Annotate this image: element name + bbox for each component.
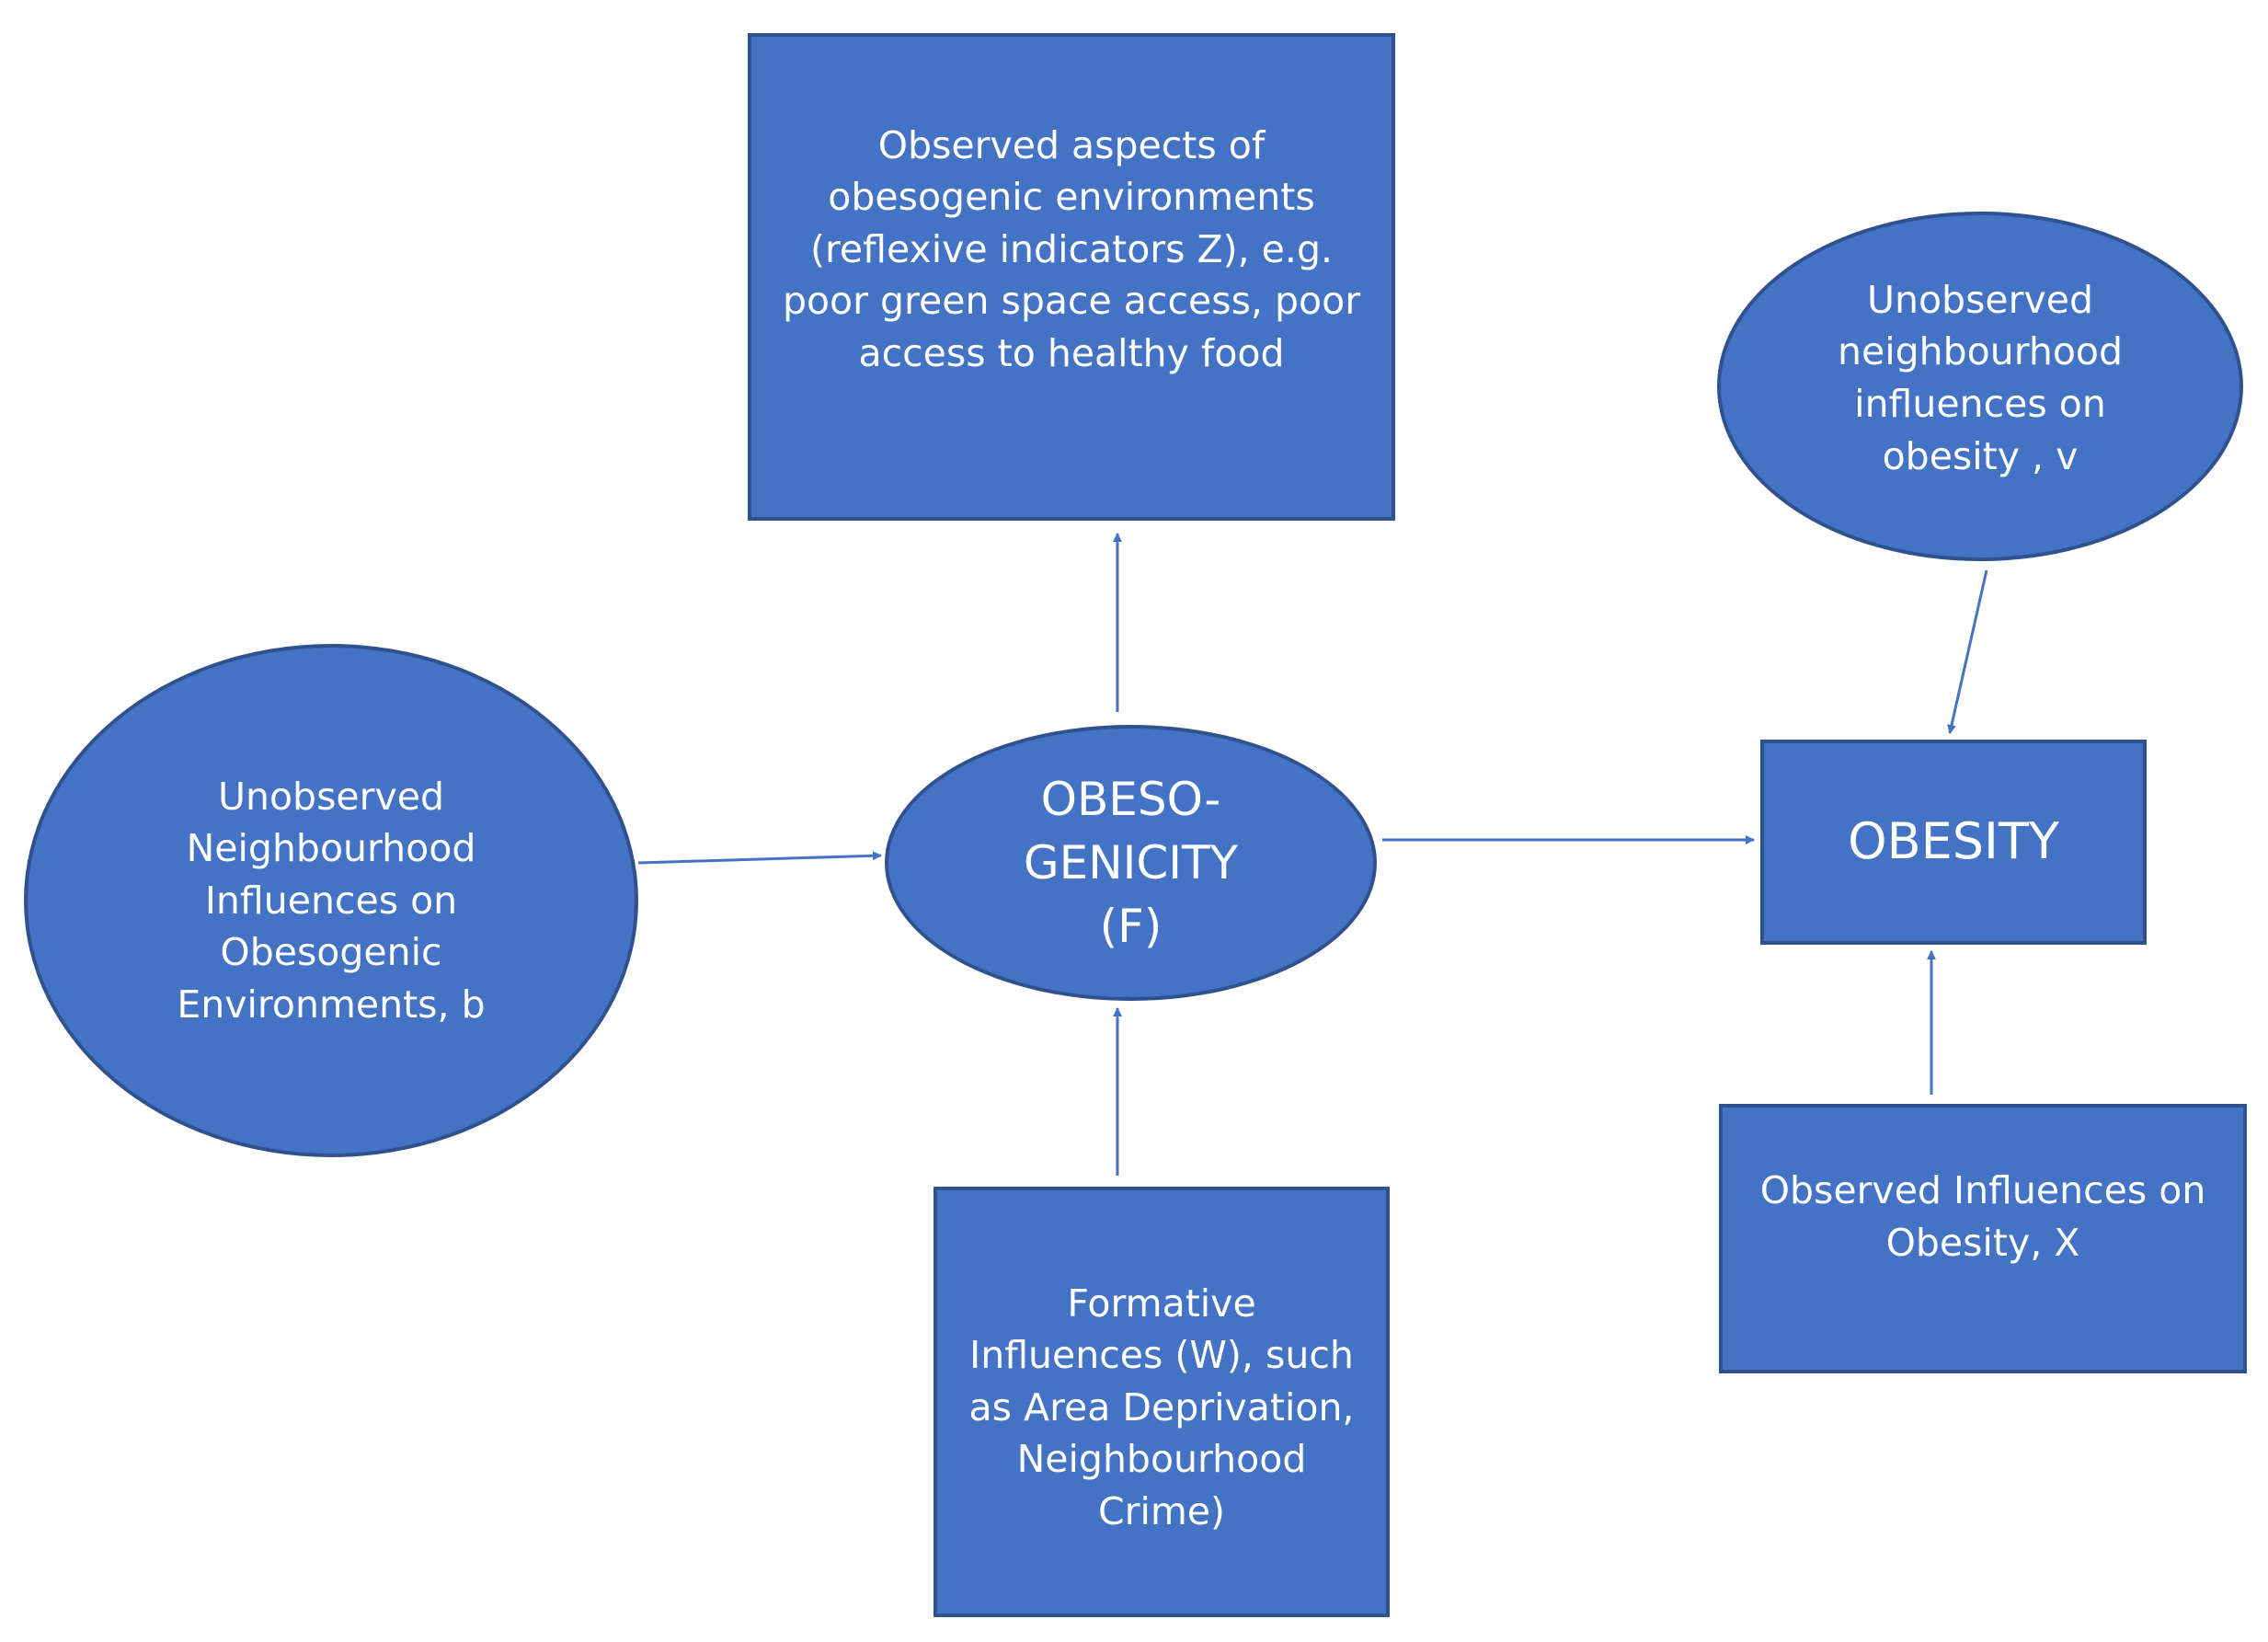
observed-aspects-label: Observed aspects of obesogenic environme… bbox=[782, 122, 1361, 375]
obesogenicity-label: OBESO- GENICITY (F) bbox=[1023, 772, 1239, 953]
obesity-label: OBESITY bbox=[1848, 812, 2059, 871]
arrow-unobserved-nbhd-obesity-to-obesity bbox=[1947, 569, 1988, 734]
observed-influences-obesity-label: Observed Influences on Obesity, X bbox=[1759, 1167, 2206, 1265]
observed-aspects-box: Observed aspects of obesogenic environme… bbox=[748, 33, 1395, 521]
obesogenicity-ellipse: OBESO- GENICITY (F) bbox=[885, 725, 1377, 1001]
unobserved-neighbourhood-obesity-ellipse: Unobserved neighbourhood influences on o… bbox=[1717, 212, 2243, 561]
arrow-unobserved-obesogenic-to-obesogenicity bbox=[637, 851, 882, 865]
formative-influences-box: Formative Influences (W), such as Area D… bbox=[934, 1187, 1390, 1617]
obesity-box: OBESITY bbox=[1760, 740, 2147, 945]
formative-influences-label: Formative Influences (W), such as Area D… bbox=[968, 1280, 1355, 1533]
unobserved-neighbourhood-obesity-label: Unobserved neighbourhood influences on o… bbox=[1837, 277, 2124, 478]
observed-influences-obesity-box: Observed Influences on Obesity, X bbox=[1719, 1104, 2247, 1373]
unobserved-obesogenic-environments-ellipse: Unobserved Neighbourhood Influences on O… bbox=[24, 644, 638, 1157]
unobserved-obesogenic-environments-label: Unobserved Neighbourhood Influences on O… bbox=[177, 774, 486, 1027]
